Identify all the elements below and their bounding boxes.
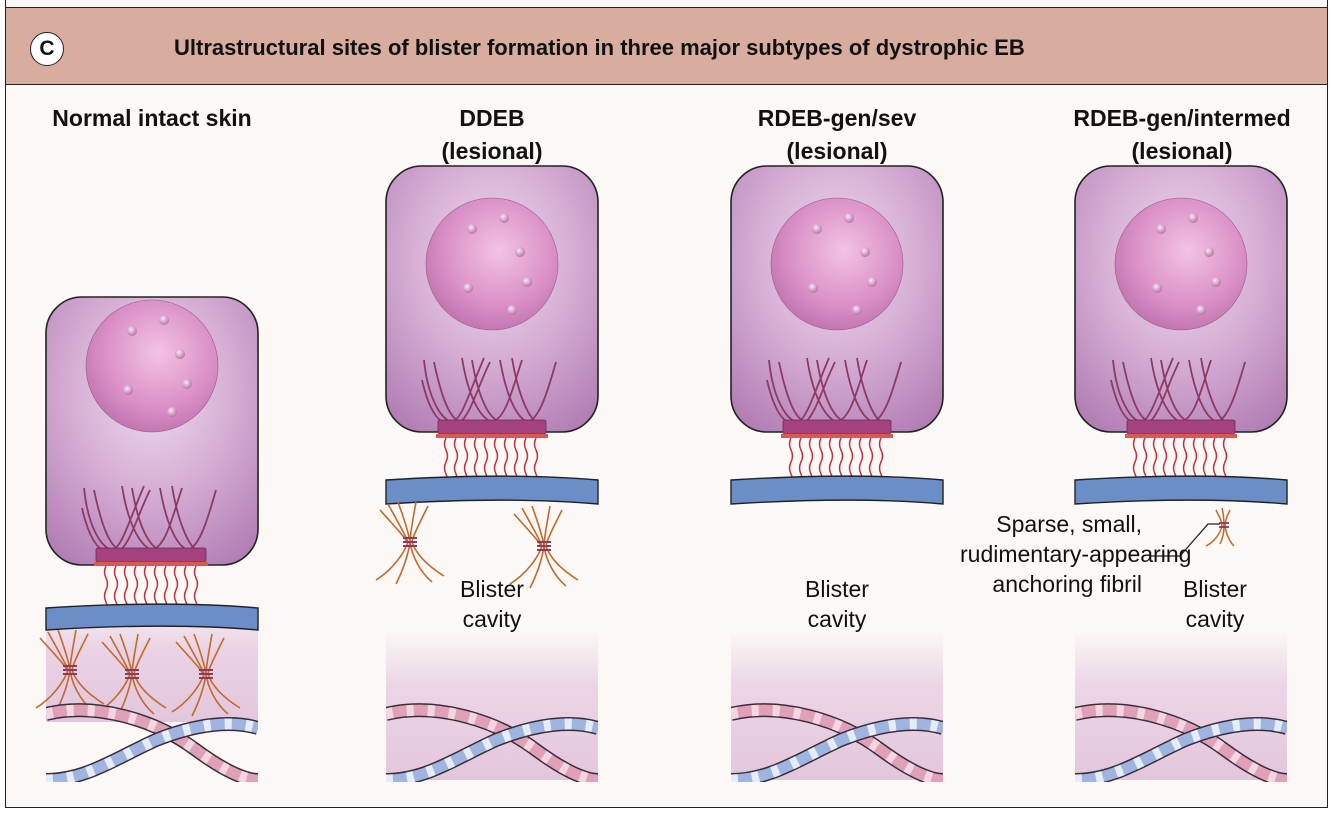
rdeb-gen-sev-illustration [730, 165, 944, 780]
column-title-line: Normal intact skin [52, 105, 252, 131]
figure-title: Ultrastructural sites of blister formati… [174, 35, 1025, 60]
annotation-line: Sparse, small, [996, 511, 1142, 537]
annotation-leader-line [1150, 523, 1220, 557]
column-title-ddeb: DDEB (lesional) [342, 102, 642, 168]
column-title-rdeb-gen-intermed: RDEB-gen/intermed (lesional) [1032, 102, 1332, 168]
blister-cavity-label-rdeb-gen-sev: Blister cavity [777, 574, 897, 634]
annotation-line: rudimentary-appearing [960, 541, 1192, 567]
anchoring-fibril-annotation: Sparse, small, rudimentary-appearing anc… [960, 509, 1192, 599]
column-title-line: (lesional) [786, 138, 888, 164]
column-title-rdeb-gen-sev: RDEB-gen/sev (lesional) [687, 102, 987, 168]
column-title-line: DDEB [459, 105, 525, 131]
label-line: Blister [805, 576, 869, 602]
figure-header: C Ultrastructural sites of blister forma… [5, 7, 1328, 85]
annotation-line: anchoring fibril [992, 571, 1142, 597]
normal-skin-illustration [35, 296, 259, 780]
panel-letter-badge: C [30, 32, 64, 66]
label-line: Blister [460, 576, 524, 602]
blister-cavity-label-ddeb: Blister cavity [432, 574, 552, 634]
column-title-line: RDEB-gen/intermed [1073, 105, 1291, 131]
label-line: cavity [807, 606, 867, 632]
rdeb-gen-intermed-illustration [1074, 165, 1288, 780]
column-title-line: (lesional) [441, 138, 543, 164]
label-line: cavity [1185, 606, 1245, 632]
ddeb-illustration [375, 165, 599, 780]
label-line: Blister [1183, 576, 1247, 602]
column-title-line: (lesional) [1131, 138, 1233, 164]
column-title-line: RDEB-gen/sev [757, 105, 917, 131]
label-line: cavity [462, 606, 522, 632]
blister-cavity-label-rdeb-gen-intermed: Blister cavity [1155, 574, 1275, 634]
column-title-normal: Normal intact skin [2, 102, 302, 135]
